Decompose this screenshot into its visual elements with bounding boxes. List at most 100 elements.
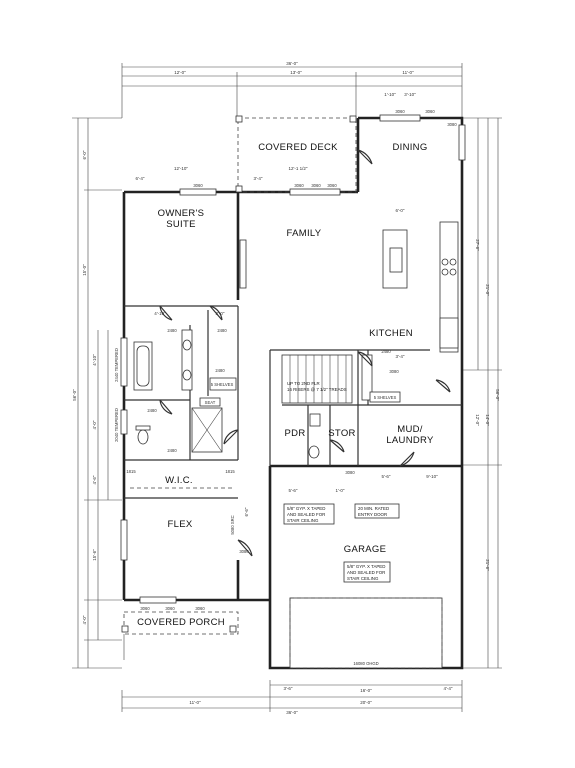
room-covered-porch: COVERED PORCH [137,617,225,628]
note-stair-ceiling-2c: STAIR CEILING [347,576,379,581]
code-15: 3080 [239,549,249,554]
note-stair-ceiling-1a: 5/8" GYP. X TAPED [287,506,325,511]
room-mud-laundry-line1: MUD/ [397,424,423,435]
code-18: 3080 [447,122,457,127]
code-2: 3060 [311,183,321,188]
dim-left-0: 6'-0" [82,150,87,159]
dim-int-10: 6'-6" [244,507,249,516]
code-13: 2480 [167,448,177,453]
code-17: 3080 [389,369,399,374]
code-1: 3060 [294,183,304,188]
dim-bottom-mid: 16'-0" [360,688,372,693]
code-21: 5080 SRC [230,515,235,534]
outdoor-areas [121,115,357,660]
note-tempered-2: 2040 TEMPERED [114,408,119,442]
note-stairs-a: UP TO 2ND FLR [287,381,320,386]
fixtures [120,114,466,669]
code-0: 3060 [193,183,203,188]
dimension-labels: 36'-0" 12'-0" 13'-0" 11'-0" 36'-0" 11'-0… [72,61,500,715]
note-seat: SEAT [205,400,216,405]
dim-left-2: 4'-10" [92,354,97,366]
dim-bottom-left: 11'-0" [189,700,201,705]
interior-labels: 12'-10" 12'-1 1/2" 1'-10" 6'-4" 3'-4" 3'… [126,92,457,691]
dim-right-3: 12'-0" [475,414,480,426]
note-entry-door-b: ENTRY DOOR [358,512,387,517]
code-7: 3060 [165,606,175,611]
dim-int-14: 3'-4" [396,354,405,359]
note-stair-ceiling-1c: STAIR CEILING [287,518,319,523]
dim-int-3: 6'-4" [136,176,145,181]
note-stair-ceiling-2a: 5/8" GYP. X TAPED [347,564,385,569]
dim-left-4: 4'-6" [92,475,97,484]
code-10: 2480 [217,328,227,333]
code-8: 3060 [195,606,205,611]
stair [281,354,353,404]
dim-int-0: 12'-10" [174,166,188,171]
dim-top-right: 11'-0" [402,70,414,75]
dim-int-9: 5'-6" [289,488,298,493]
note-stair-ceiling-2b: AND SEALED FOR [347,570,385,575]
dim-right-0: 27'-6" [475,239,480,251]
dim-top-mid: 13'-0" [290,70,302,75]
note-shelves-2: 5 SHELVES [374,395,397,400]
dimension-lines [72,63,502,712]
code-6: 3060 [140,606,150,611]
room-flex: FLEX [168,519,193,530]
dim-right-1: 21'-0" [485,284,490,296]
note-garage-door: 16080 OHGD [353,661,378,666]
code-3: 3060 [327,183,337,188]
note-tempered-1: 2440 TEMPERED [114,348,119,382]
code-19: 1815 [126,469,136,474]
note-entry-door-a: 20 MIN. RATED [358,506,389,511]
dim-int-2: 1'-10" [384,92,396,97]
notes: 5/8" GYP. X TAPED AND SEALED FOR STAIR C… [114,348,400,666]
dim-left-5: 15'-6" [92,549,97,561]
room-dining: DINING [392,142,427,153]
dim-int-6: 6'-0" [396,208,405,213]
dim-int-13: 1'-0" [336,488,345,493]
dim-int-15: 3'-6" [284,686,293,691]
dim-int-11: 5'-6" [382,474,391,479]
dim-int-5: 3'-10" [404,92,416,97]
room-garage: GARAGE [344,544,386,555]
code-11: 2480 [215,368,225,373]
dim-int-4: 3'-4" [254,176,263,181]
dim-int-8: 3'-0" [216,311,225,316]
dim-bottom-right: 20'-0" [360,700,372,705]
code-5: 3060 [395,109,405,114]
dim-left-3: 4'-0" [92,420,97,429]
note-shelves-1: 5 SHELVES [211,382,234,387]
code-16: 3080 [345,470,355,475]
room-mud-laundry-line2: LAUNDRY [386,435,434,446]
dim-overall-bottom: 36'-0" [286,710,298,715]
note-stair-ceiling-1b: AND SEALED FOR [287,512,325,517]
room-family: FAMILY [287,228,322,239]
dim-overall-top: 36'-0" [286,61,298,66]
dim-top-left: 12'-0" [174,70,186,75]
dim-int-16: 4'-4" [444,686,453,691]
dim-int-7: 4'-10" [154,311,166,316]
code-20: 1815 [225,469,235,474]
dim-overall-right: 56'-0" [495,389,500,401]
dim-left-1: 15'-0" [82,264,87,276]
room-labels: COVERED DECK DINING OWNER'S SUITE FAMILY… [137,142,434,628]
room-pdr: PDR [285,428,306,439]
room-owners-suite-line1: OWNER'S [158,208,205,219]
dim-right-2: 14'-0" [485,414,490,426]
room-wic: W.I.C. [165,475,193,486]
room-kitchen: KITCHEN [369,328,413,339]
room-stor: STOR [328,428,355,439]
dim-right-4: 21'-6" [485,559,490,571]
dim-overall-left: 56'-0" [72,389,77,401]
dim-int-12: 9'-10" [426,474,438,479]
room-covered-deck: COVERED DECK [258,142,338,153]
note-stairs-b: 16 RISERS @ 7 1/2" TREADS [287,387,347,392]
code-9: 2480 [167,328,177,333]
code-4: 3060 [425,109,435,114]
doors [159,149,451,557]
room-owners-suite-line2: SUITE [166,219,195,230]
dim-int-1: 12'-1 1/2" [289,166,308,171]
code-14: 2480 [381,349,391,354]
dim-left-6: 4'-0" [82,615,87,624]
